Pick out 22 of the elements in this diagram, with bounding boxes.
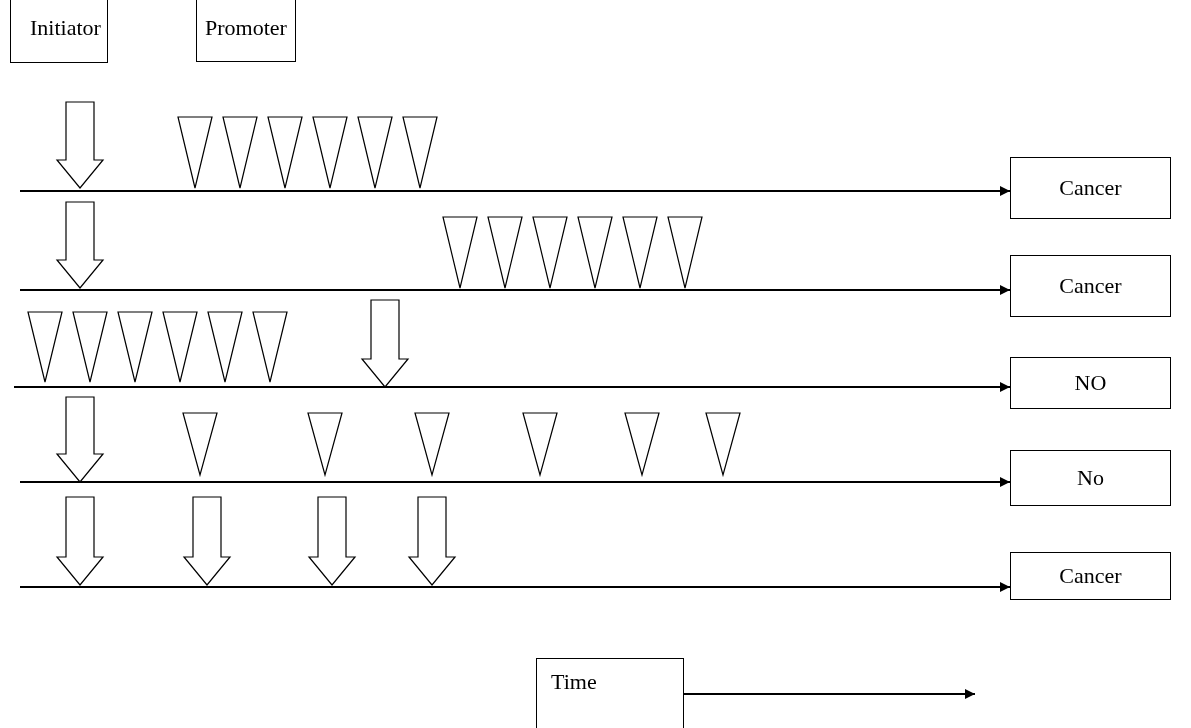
arrow <box>683 689 976 699</box>
box-label: Cancer <box>1059 175 1122 201</box>
text-box <box>536 658 684 728</box>
box-label: NO <box>1074 370 1107 396</box>
text-box <box>1010 357 1171 409</box>
arrow <box>19 477 1011 487</box>
arrow <box>19 582 1011 592</box>
box-label: No <box>1077 465 1104 491</box>
box-label: Promoter <box>205 15 287 41</box>
text-box <box>196 0 296 62</box>
text-box <box>1010 450 1171 506</box>
text-box <box>1010 157 1171 219</box>
arrow <box>19 186 1011 196</box>
box-label: Time <box>551 669 597 695</box>
text-box <box>1010 255 1171 317</box>
text-box <box>1010 552 1171 600</box>
box-label: Initiator <box>30 15 101 41</box>
arrow <box>13 382 1011 392</box>
arrow <box>19 285 1011 295</box>
box-label: Cancer <box>1059 563 1122 589</box>
text-box <box>10 0 108 63</box>
box-label: Cancer <box>1059 273 1122 299</box>
